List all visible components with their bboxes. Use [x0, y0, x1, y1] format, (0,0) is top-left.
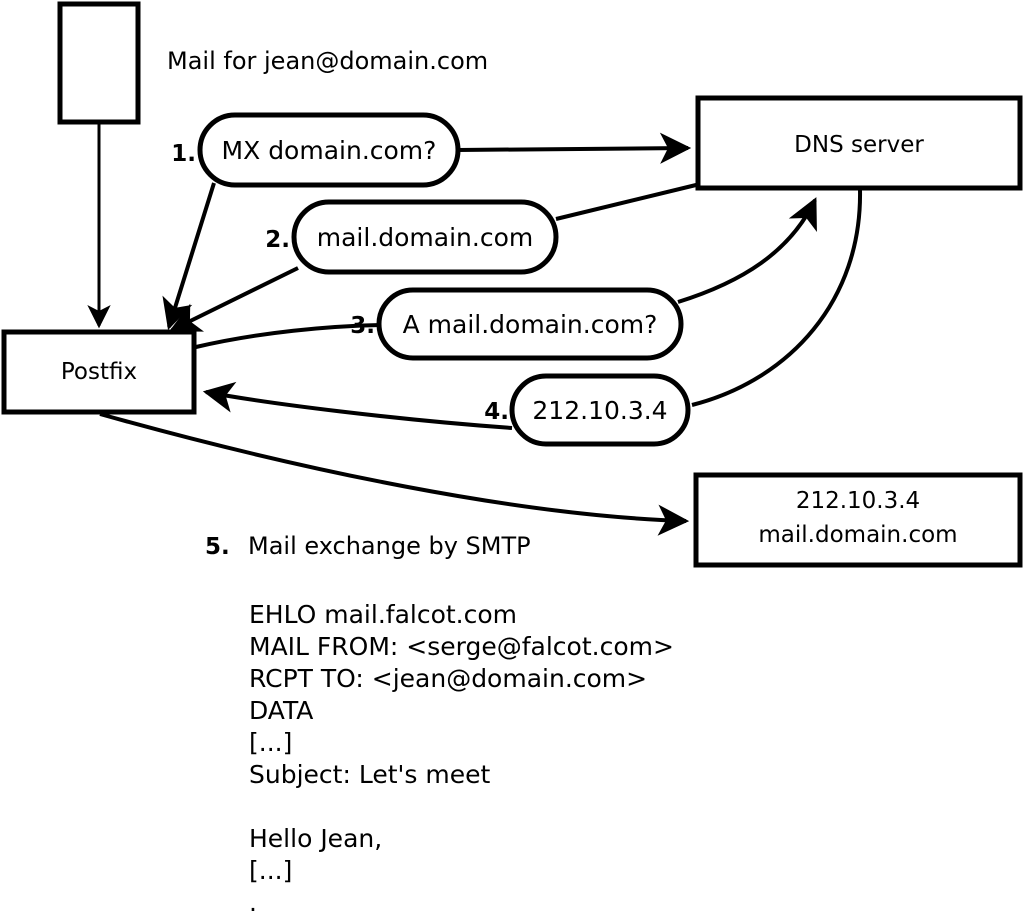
step-1-label: MX domain.com?: [222, 136, 437, 165]
dns-server-box-label: DNS server: [794, 132, 924, 158]
mail-server-box-line1: 212.10.3.4: [796, 488, 920, 514]
edge-bubble1-to-postfix: [162, 182, 216, 331]
sender-box[interactable]: [57, 1, 141, 125]
step-5-number: 5.: [205, 534, 230, 560]
smtp-transcript: EHLO mail.falcot.com MAIL FROM: <serge@f…: [249, 600, 674, 917]
mail-server-box-line2: mail.domain.com: [758, 522, 957, 548]
smtp-transcript-line: MAIL FROM: <serge@falcot.com>: [249, 632, 674, 661]
edge-postfix-to-mailserver: [99, 412, 690, 536]
smtp-transcript-line: RCPT TO: <jean@domain.com>: [249, 664, 647, 693]
mail-server-box[interactable]: [693, 472, 1023, 568]
step-2-label: mail.domain.com: [317, 223, 533, 252]
smtp-transcript-line: EHLO mail.falcot.com: [249, 600, 517, 629]
edge-bubble2-to-postfix: [169, 266, 299, 332]
step-4-number: 4.: [484, 399, 509, 425]
step-2-number: 2.: [265, 227, 290, 253]
step-4-bubble[interactable]: [509, 373, 691, 447]
step-3-bubble[interactable]: [376, 287, 684, 361]
step-3-label: A mail.domain.com?: [403, 310, 658, 339]
smtp-transcript-line: DATA: [249, 696, 313, 725]
dns-server-box[interactable]: [695, 95, 1023, 191]
step-4-label: 212.10.3.4: [532, 396, 667, 425]
edge-dns-to-bubble2: [555, 183, 697, 221]
smtp-transcript-line: [...]: [249, 728, 292, 757]
edge-dns-to-bubble4: [691, 189, 863, 407]
smtp-transcript-line: [...]: [249, 856, 292, 885]
diagram-caption: Mail for jean@domain.com: [167, 47, 488, 75]
step-5-label: Mail exchange by SMTP: [248, 532, 531, 560]
postfix-box[interactable]: [1, 329, 197, 415]
step-2-bubble[interactable]: [291, 199, 559, 275]
step-3-number: 3.: [350, 313, 375, 339]
smtp-transcript-line: Subject: Let's meet: [249, 760, 490, 789]
smtp-transcript-line: .: [249, 888, 257, 917]
postfix-box-label: Postfix: [61, 359, 137, 385]
smtp-transcript-line: Hello Jean,: [249, 824, 382, 853]
edge-postfix-to-bubble3: [195, 323, 382, 349]
edge-bubble1-to-dns: [457, 132, 692, 164]
edge-bubble3-to-dns: [677, 197, 817, 304]
step-1-bubble[interactable]: [197, 112, 461, 188]
edge-bubble4-to-postfix: [202, 381, 513, 430]
step-1-number: 1.: [171, 141, 196, 167]
